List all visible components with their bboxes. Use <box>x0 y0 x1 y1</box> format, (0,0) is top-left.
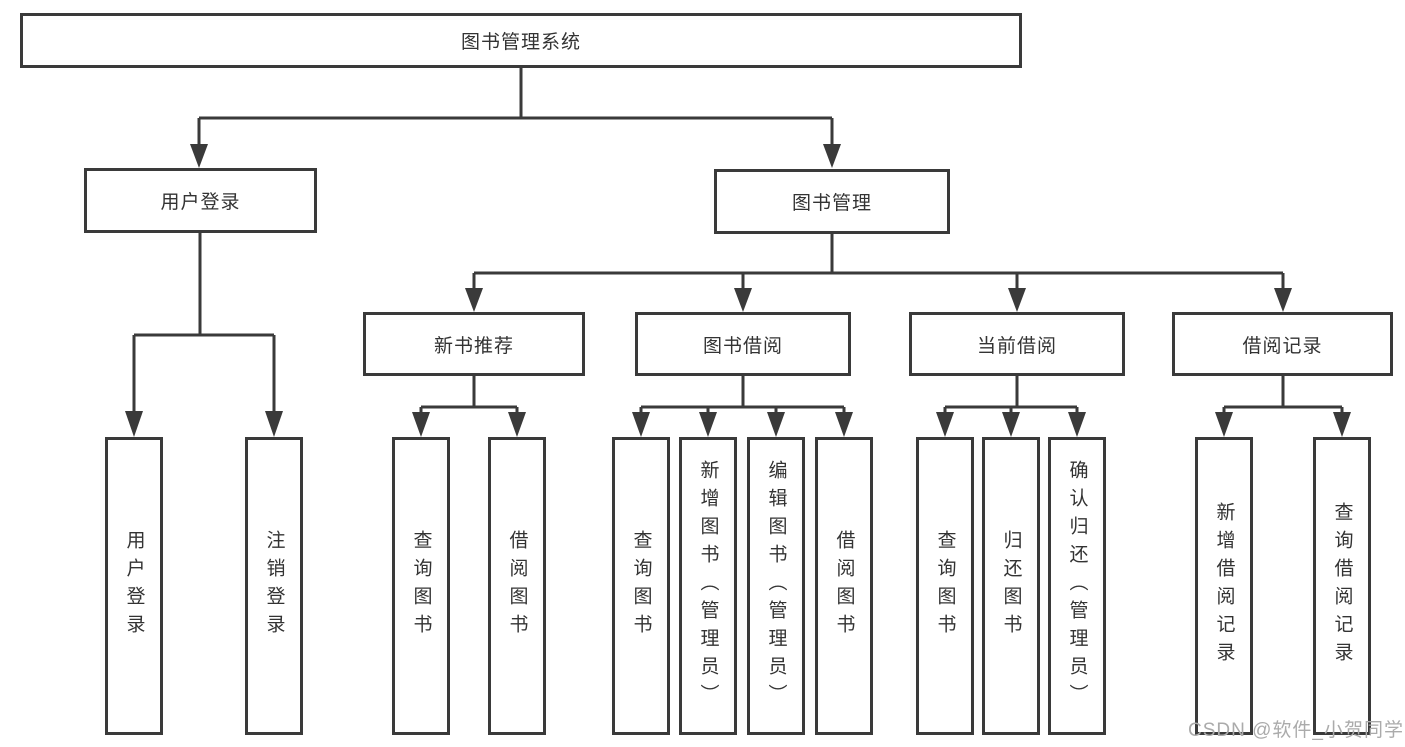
arrowhead <box>1215 412 1233 437</box>
arrowhead <box>1274 288 1292 312</box>
arrowhead <box>632 412 650 437</box>
node-book-borrowing: 图书借阅 <box>635 312 851 376</box>
arrowhead <box>265 411 283 437</box>
leaf-rec-query-books: 查询图书 <box>392 437 450 735</box>
node-current-borrowing: 当前借阅 <box>909 312 1125 376</box>
arrowhead <box>412 412 430 437</box>
arrowhead <box>1002 412 1020 437</box>
leaf-cb-return-books: 归还图书 <box>982 437 1040 735</box>
arrowhead <box>767 412 785 437</box>
leaf-rec-borrow-books: 借阅图书 <box>488 437 546 735</box>
arrowhead <box>1333 412 1351 437</box>
node-new-book-recommend: 新书推荐 <box>363 312 585 376</box>
arrowhead <box>190 144 208 168</box>
arrowhead <box>734 288 752 312</box>
node-book-management: 图书管理 <box>714 169 950 234</box>
arrowhead <box>508 412 526 437</box>
leaf-bb-edit-books-admin: 编辑图书（管理员） <box>747 437 805 735</box>
arrowhead <box>699 412 717 437</box>
leaf-bb-borrow-books: 借阅图书 <box>815 437 873 735</box>
arrowhead <box>465 288 483 312</box>
node-user-login: 用户登录 <box>84 168 317 233</box>
arrowhead <box>835 412 853 437</box>
arrowhead <box>823 144 841 168</box>
leaf-logout: 注销登录 <box>245 437 303 735</box>
leaf-br-add-record: 新增借阅记录 <box>1195 437 1253 735</box>
leaf-bb-query-books: 查询图书 <box>612 437 670 735</box>
arrowhead <box>1068 412 1086 437</box>
node-borrowing-records: 借阅记录 <box>1172 312 1393 376</box>
arrowhead <box>125 411 143 437</box>
node-library-management-system: 图书管理系统 <box>20 13 1022 68</box>
leaf-br-query-record: 查询借阅记录 <box>1313 437 1371 735</box>
leaf-user-login: 用户登录 <box>105 437 163 735</box>
leaf-bb-add-books-admin: 新增图书（管理员） <box>679 437 737 735</box>
leaf-cb-confirm-return-admin: 确认归还（管理员） <box>1048 437 1106 735</box>
arrowhead <box>1008 288 1026 312</box>
leaf-cb-query-books: 查询图书 <box>916 437 974 735</box>
csdn-watermark: CSDN @软件_小贺同学 <box>1188 720 1404 741</box>
arrowhead <box>936 412 954 437</box>
